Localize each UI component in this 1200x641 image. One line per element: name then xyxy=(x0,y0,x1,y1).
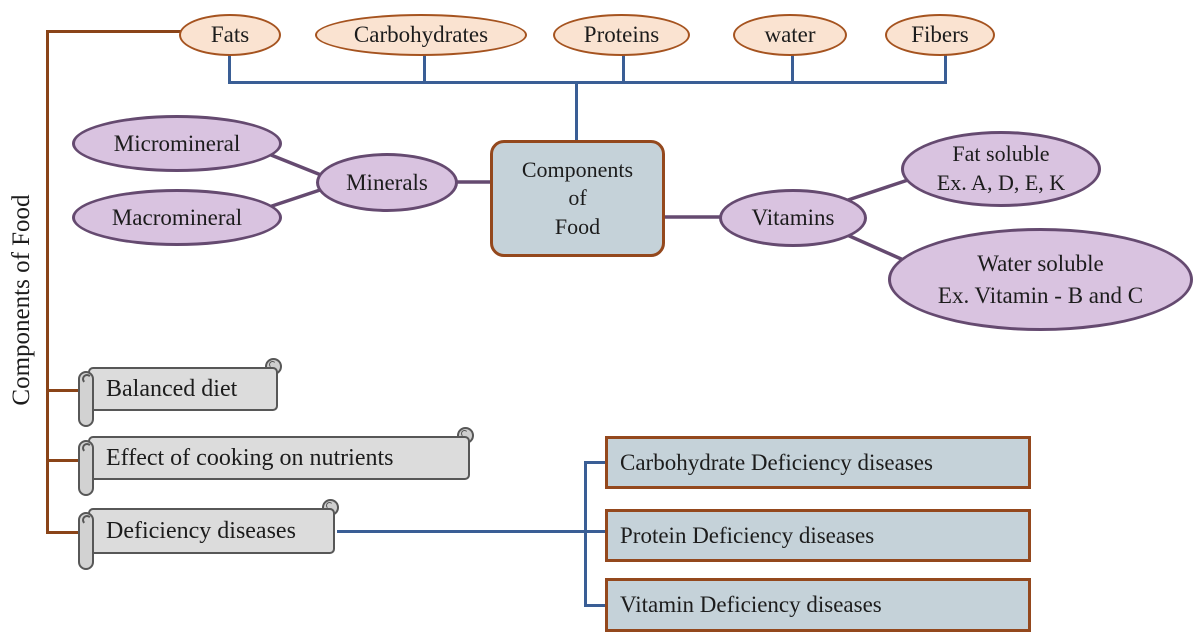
scroll-balanced-diet-label: Balanced diet xyxy=(106,375,238,402)
node-water-label: water xyxy=(764,22,816,47)
box-vitamin-deficiency-label: Vitamin Deficiency diseases xyxy=(620,592,882,617)
side-label-components-of-food: Components of Food xyxy=(8,194,35,406)
box-protein-deficiency: Protein Deficiency diseases xyxy=(605,509,1031,562)
node-components-of-food: Components of Food xyxy=(490,140,665,257)
center-box-line1: Components xyxy=(521,157,634,183)
vitamin-box-stub-line xyxy=(584,604,605,607)
fibers-stub-line xyxy=(944,55,947,83)
scroll-deficiency-diseases-label: Deficiency diseases xyxy=(106,517,296,544)
node-micromineral: Micromineral xyxy=(72,115,282,172)
carbohydrates-stub-line xyxy=(423,55,426,83)
carb-box-stub-line xyxy=(584,461,605,464)
box-vitamin-deficiency: Vitamin Deficiency diseases xyxy=(605,578,1031,632)
center-drop-line xyxy=(575,81,578,141)
deficiency-main-line xyxy=(337,530,605,533)
spine-vertical-line xyxy=(46,30,49,534)
water-stub-line xyxy=(791,55,794,83)
node-minerals: Minerals xyxy=(316,153,458,212)
node-vitamins: Vitamins xyxy=(719,189,867,247)
water-soluble-line2: Ex. Vitamin - B and C xyxy=(937,282,1144,308)
node-carbohydrates-label: Carbohydrates xyxy=(353,22,489,47)
scroll-effect-of-cooking-label: Effect of cooking on nutrients xyxy=(106,444,394,471)
node-macromineral: Macromineral xyxy=(72,189,282,246)
deficiency-branch-line xyxy=(584,461,587,607)
node-fats: Fats xyxy=(179,14,281,56)
node-fat-soluble: Fat soluble Ex. A, D, E, K xyxy=(901,131,1101,207)
node-minerals-label: Minerals xyxy=(346,169,428,195)
node-water-soluble: Water soluble Ex. Vitamin - B and C xyxy=(888,228,1193,331)
node-proteins-label: Proteins xyxy=(583,22,660,47)
deficiency-stub-line xyxy=(46,531,80,534)
fats-stub-line xyxy=(228,55,231,83)
box-protein-deficiency-label: Protein Deficiency diseases xyxy=(620,522,875,548)
node-vitamins-label: Vitamins xyxy=(751,205,835,230)
scroll-roll-icon xyxy=(78,440,94,496)
center-box-line3: Food xyxy=(554,213,601,239)
proteins-stub-line xyxy=(622,55,625,83)
box-carbohydrate-deficiency-label: Carbohydrate Deficiency diseases xyxy=(620,449,933,475)
node-fibers: Fibers xyxy=(885,14,995,56)
node-water: water xyxy=(733,14,847,56)
node-carbohydrates: Carbohydrates xyxy=(315,14,527,56)
center-box-line2: of xyxy=(568,185,587,211)
water-soluble-line1: Water soluble xyxy=(977,251,1104,277)
box-carbohydrate-deficiency: Carbohydrate Deficiency diseases xyxy=(605,436,1031,489)
fat-soluble-line2: Ex. A, D, E, K xyxy=(936,170,1066,195)
node-fats-label: Fats xyxy=(210,22,250,47)
node-proteins: Proteins xyxy=(553,14,690,56)
node-macromineral-label: Macromineral xyxy=(111,204,243,230)
node-micromineral-label: Micromineral xyxy=(113,130,241,156)
scroll-roll-icon xyxy=(78,512,94,570)
balanced-diet-stub-line xyxy=(46,389,80,392)
cooking-stub-line xyxy=(46,459,80,462)
node-fibers-label: Fibers xyxy=(911,22,969,47)
fat-soluble-line1: Fat soluble xyxy=(952,141,1050,167)
scroll-roll-icon xyxy=(78,371,94,427)
top-bus-line xyxy=(228,81,947,84)
spine-top-line xyxy=(46,30,182,33)
